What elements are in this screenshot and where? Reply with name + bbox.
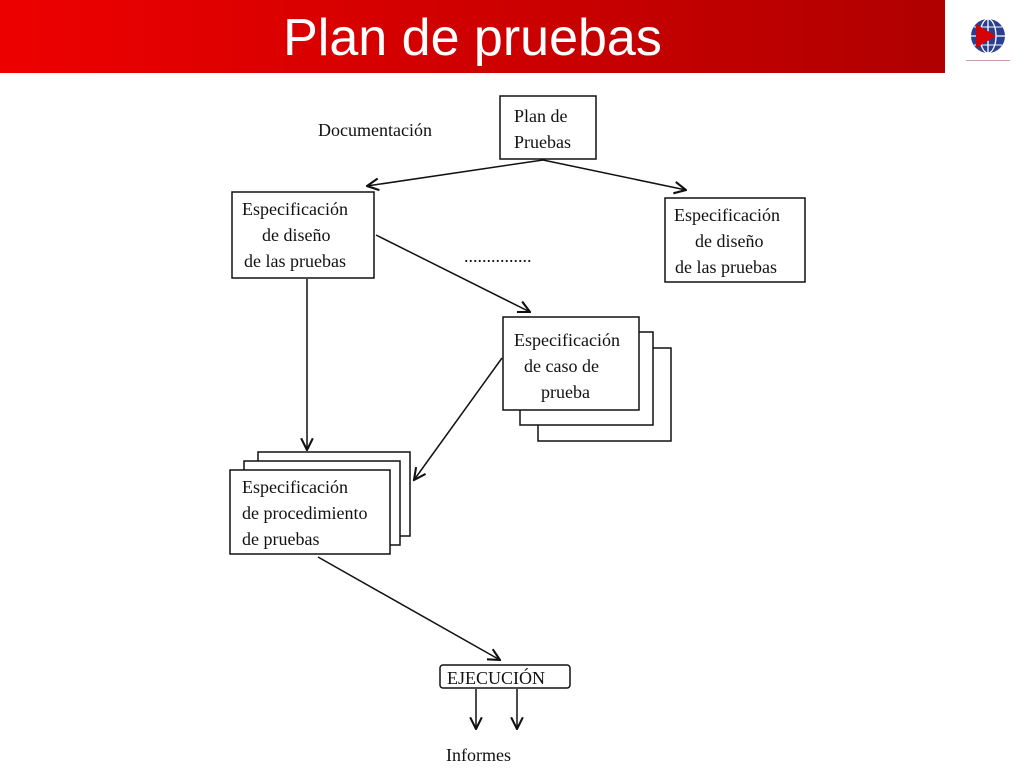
execution-label: EJECUCIÓN xyxy=(447,667,545,688)
logo-underline xyxy=(966,60,1010,61)
logo-red-arrow xyxy=(976,24,996,48)
procedure-stack-front xyxy=(229,469,391,555)
arrow-case-to-procedure xyxy=(414,357,503,480)
design-right-line-1: Especificación xyxy=(674,205,780,225)
plan-label-line-1: Plan de xyxy=(514,106,568,126)
reports-label: Informes xyxy=(446,745,511,765)
procedure-line-1: Especificación xyxy=(242,477,348,497)
design-spec-right-node: Especificación de diseño de las pruebas xyxy=(664,197,806,283)
page-title: Plan de pruebas xyxy=(283,9,662,67)
design-left-line-1: Especificación xyxy=(242,199,348,219)
design-spec-left-node: Especificación de diseño de las pruebas xyxy=(231,191,375,279)
procedure-spec-node: Especificación de procedimiento de prueb… xyxy=(229,451,411,555)
procedure-line-3: de pruebas xyxy=(242,529,319,549)
documentation-label: Documentación xyxy=(318,120,432,140)
arrow-design-to-case xyxy=(375,234,530,312)
arrow-procedure-to-execution xyxy=(317,556,500,660)
plan-node: Plan de Pruebas xyxy=(499,95,597,160)
design-right-line-2: de diseño xyxy=(695,231,763,251)
design-left-line-2: de diseño xyxy=(262,225,330,245)
design-left-line-3: de las pruebas xyxy=(244,251,346,271)
procedure-line-2: de procedimiento xyxy=(242,503,367,523)
ellipsis-label: ............... xyxy=(464,246,532,266)
plan-label-line-2: Pruebas xyxy=(514,132,571,152)
case-stack-front xyxy=(502,316,640,411)
case-line-1: Especificación xyxy=(514,330,620,350)
design-right-line-3: de las pruebas xyxy=(675,257,777,277)
case-spec-node: Especificación de caso de prueba xyxy=(502,316,672,442)
execution-node: EJECUCIÓN xyxy=(439,664,571,689)
arrow-plan-to-design-right xyxy=(542,159,686,190)
arrow-plan-to-design-left xyxy=(367,159,544,186)
globe-logo-icon xyxy=(971,18,1005,54)
title-bar xyxy=(0,0,945,73)
case-line-2: de caso de xyxy=(524,356,599,376)
case-line-3: prueba xyxy=(541,382,590,402)
